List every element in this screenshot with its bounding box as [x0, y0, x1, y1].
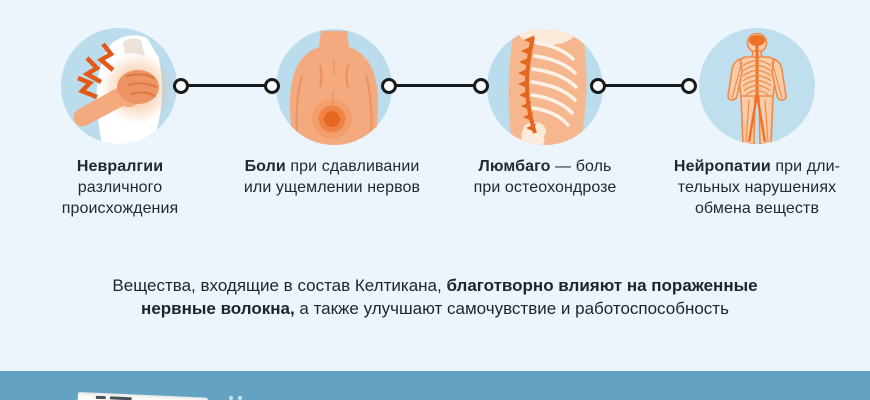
- bottom-band: [0, 371, 870, 400]
- label-line: происхождения: [61, 200, 179, 217]
- condition-circle-nerve-pain: [276, 29, 392, 145]
- label-line: Нейропатии при дли-: [673, 158, 841, 175]
- condition-label-neuropathy: Нейропатии при дли- тельных нарушениях о…: [640, 156, 870, 219]
- summary-text: Вещества, входящие в состав Келтикана, б…: [85, 274, 785, 320]
- spine-icon: [487, 29, 603, 145]
- condition-label-lumbago: Люмбаго — боль при остеохондрозе: [430, 156, 660, 198]
- connector-dot: [381, 78, 397, 94]
- label-line: Люмбаго — боль: [478, 158, 612, 175]
- cutoff-text-dot: [229, 396, 233, 400]
- condition-label-neuralgia: Невралгии различного происхождения: [30, 156, 210, 219]
- connector-dot: [681, 78, 697, 94]
- label-line: обмена веществ: [694, 200, 820, 217]
- back-pain-icon: [276, 29, 392, 145]
- connector-dot: [473, 78, 489, 94]
- connector-dot: [173, 78, 189, 94]
- nervous-system-icon: [699, 28, 815, 144]
- label-line: тельных нарушениях: [677, 179, 837, 196]
- shoulder-pain-icon: [61, 28, 177, 144]
- cutoff-text-dot: [238, 396, 242, 400]
- label-line: при остеохондрозе: [473, 179, 617, 196]
- label-line: Боли при сдавливании: [244, 158, 420, 175]
- label-line: различного: [77, 179, 163, 196]
- condition-circle-neuropathy: [699, 28, 815, 144]
- connector-dot: [590, 78, 606, 94]
- summary-regular: Вещества, входящие в состав Келтикана,: [112, 276, 447, 295]
- package-print-mark: [109, 396, 132, 400]
- label-line: или ущемлении нервов: [243, 179, 421, 196]
- connector-line-3: [598, 84, 689, 87]
- label-line: Невралгии: [76, 158, 164, 175]
- medicine-package: [76, 392, 208, 400]
- package-print-mark: [95, 395, 106, 400]
- summary-bold: благотворно влияют на пораженные нервные…: [141, 276, 758, 318]
- condition-circle-lumbago: [487, 29, 603, 145]
- condition-circle-neuralgia: [61, 28, 177, 144]
- connector-line-1: [181, 84, 272, 87]
- summary-regular: а также улучшают самочувствие и работосп…: [294, 299, 729, 318]
- condition-label-nerve-pain: Боли при сдавливании или ущемлении нерво…: [217, 156, 447, 198]
- connector-dot: [264, 78, 280, 94]
- connector-line-2: [389, 84, 481, 87]
